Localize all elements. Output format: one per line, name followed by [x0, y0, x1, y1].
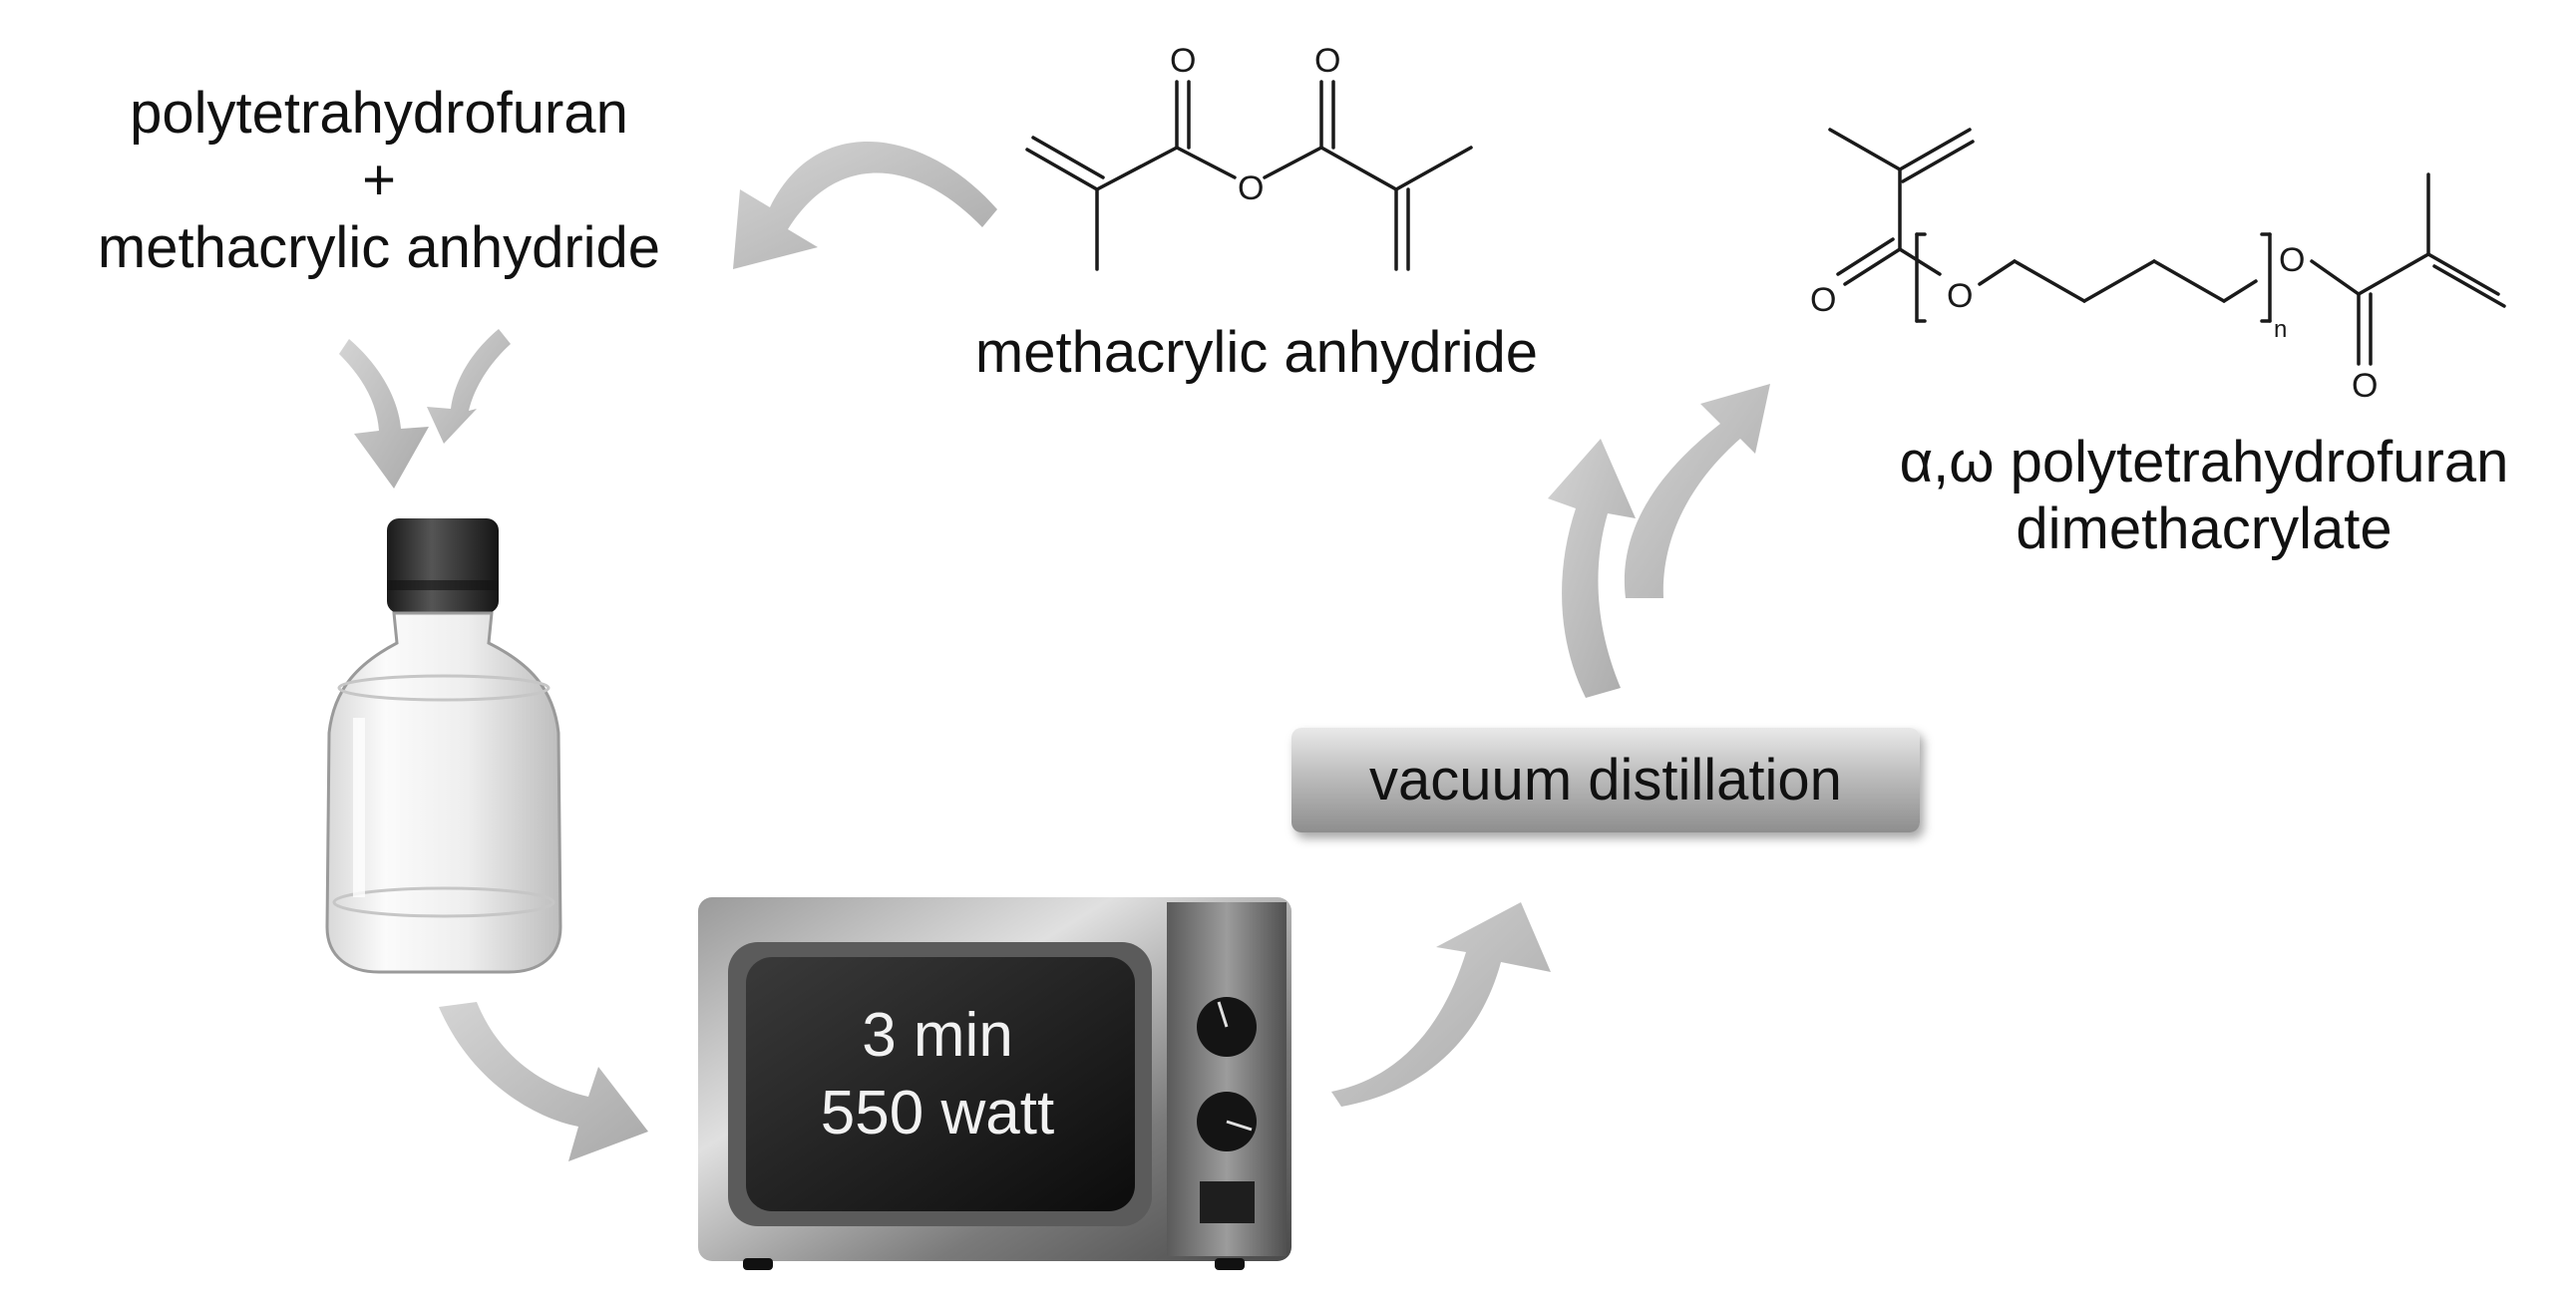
reagent-name: methacrylic anhydride — [974, 320, 1539, 385]
product-structure: O O O O n — [1810, 128, 2506, 405]
product-line-1: α,ω polytetrahydrofuran — [1899, 430, 2509, 494]
arrow-oven-to-distillation — [1331, 902, 1551, 1107]
arrow-distillation-to-product-right — [1624, 384, 1770, 598]
arrow-start-to-bottle-a — [339, 339, 429, 489]
oven-window — [746, 957, 1135, 1211]
start-line-2: + — [362, 148, 396, 213]
oven-power: 550 watt — [820, 1078, 1055, 1147]
vacuum-distillation-box: vacuum distillation — [1291, 728, 1920, 832]
door-button — [1200, 1181, 1255, 1223]
glass-bottle — [325, 518, 562, 974]
oven-time: 3 min — [862, 1001, 1013, 1070]
repeat-subscript: n — [2274, 316, 2287, 343]
microwave-oven — [698, 897, 1291, 1270]
oven-settings-text: 3 min 550 watt — [758, 997, 1117, 1151]
arrow-reagent-to-start — [733, 141, 997, 269]
atom-o: O — [1238, 169, 1264, 207]
atom-o: O — [1810, 281, 1836, 319]
atom-o: O — [1170, 42, 1196, 80]
methacrylic-anhydride-structure: O O O — [1025, 42, 1473, 271]
start-line-3: methacrylic anhydride — [97, 214, 661, 280]
start-line-1: polytetrahydrofuran — [130, 81, 628, 146]
product-line-2: dimethacrylate — [2016, 496, 2392, 562]
arrow-bottle-to-oven — [439, 1002, 648, 1161]
product-name-label: α,ω polytetrahydrofuran dimethacrylate — [1825, 429, 2576, 563]
atom-o: O — [1947, 277, 1973, 315]
atom-o: O — [2279, 241, 2305, 279]
starting-materials-label: polytetrahydrofuran + methacrylic anhydr… — [0, 80, 758, 281]
arrow-start-to-bottle-b — [427, 329, 511, 444]
atom-o: O — [1314, 42, 1340, 80]
arrow-distillation-to-product-left — [1548, 439, 1636, 698]
atom-o: O — [2352, 367, 2378, 405]
